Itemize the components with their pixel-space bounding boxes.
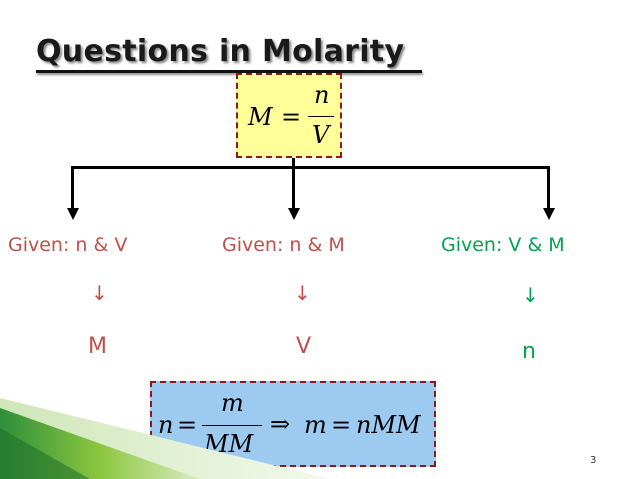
page-number: 3: [590, 455, 597, 466]
formula-equals: =: [281, 103, 302, 131]
bottom-formula-lhs: n: [158, 411, 174, 439]
center-stem: [292, 158, 295, 210]
branch-down-arrow-icon: ↓: [91, 281, 108, 305]
branch-result-m: M: [88, 334, 107, 359]
branch-down-arrow-icon: ↓: [294, 281, 311, 305]
branch-given-v-m: Given: V & M: [441, 234, 565, 256]
bottom-formula-numerator: m: [221, 389, 244, 417]
bottom-rhs-expr: nMM: [356, 411, 421, 439]
bottom-rhs-var: m: [304, 411, 327, 439]
decorative-wedge: [0, 398, 330, 479]
branch-result-v: V: [296, 334, 312, 359]
implies-arrow-icon: ⇒: [270, 410, 291, 438]
slide-title: Questions in Molarity: [36, 34, 405, 69]
bottom-rhs-equals: =: [331, 411, 352, 439]
formula-fraction-bar: [308, 116, 334, 117]
branch-horizontal-line: [71, 166, 550, 169]
branch-given-n-v: Given: n & V: [8, 234, 128, 256]
formula-lhs: M: [248, 103, 273, 131]
formula-denominator: V: [312, 121, 330, 149]
branch-given-n-m: Given: n & M: [222, 234, 345, 256]
branch-result-n: n: [522, 339, 536, 364]
right-branch-line: [547, 166, 550, 210]
center-arrowhead-icon: [287, 208, 300, 220]
title-underline: [36, 70, 422, 73]
bottom-fraction-bar: [202, 425, 262, 426]
bottom-formula-equals: =: [177, 411, 198, 439]
right-arrowhead-icon: [542, 208, 555, 220]
molarity-formula-box: M = n V: [236, 73, 342, 158]
left-branch-line: [71, 166, 74, 210]
branch-down-arrow-icon: ↓: [522, 283, 539, 307]
formula-numerator: n: [314, 81, 330, 109]
left-arrowhead-icon: [66, 208, 79, 220]
